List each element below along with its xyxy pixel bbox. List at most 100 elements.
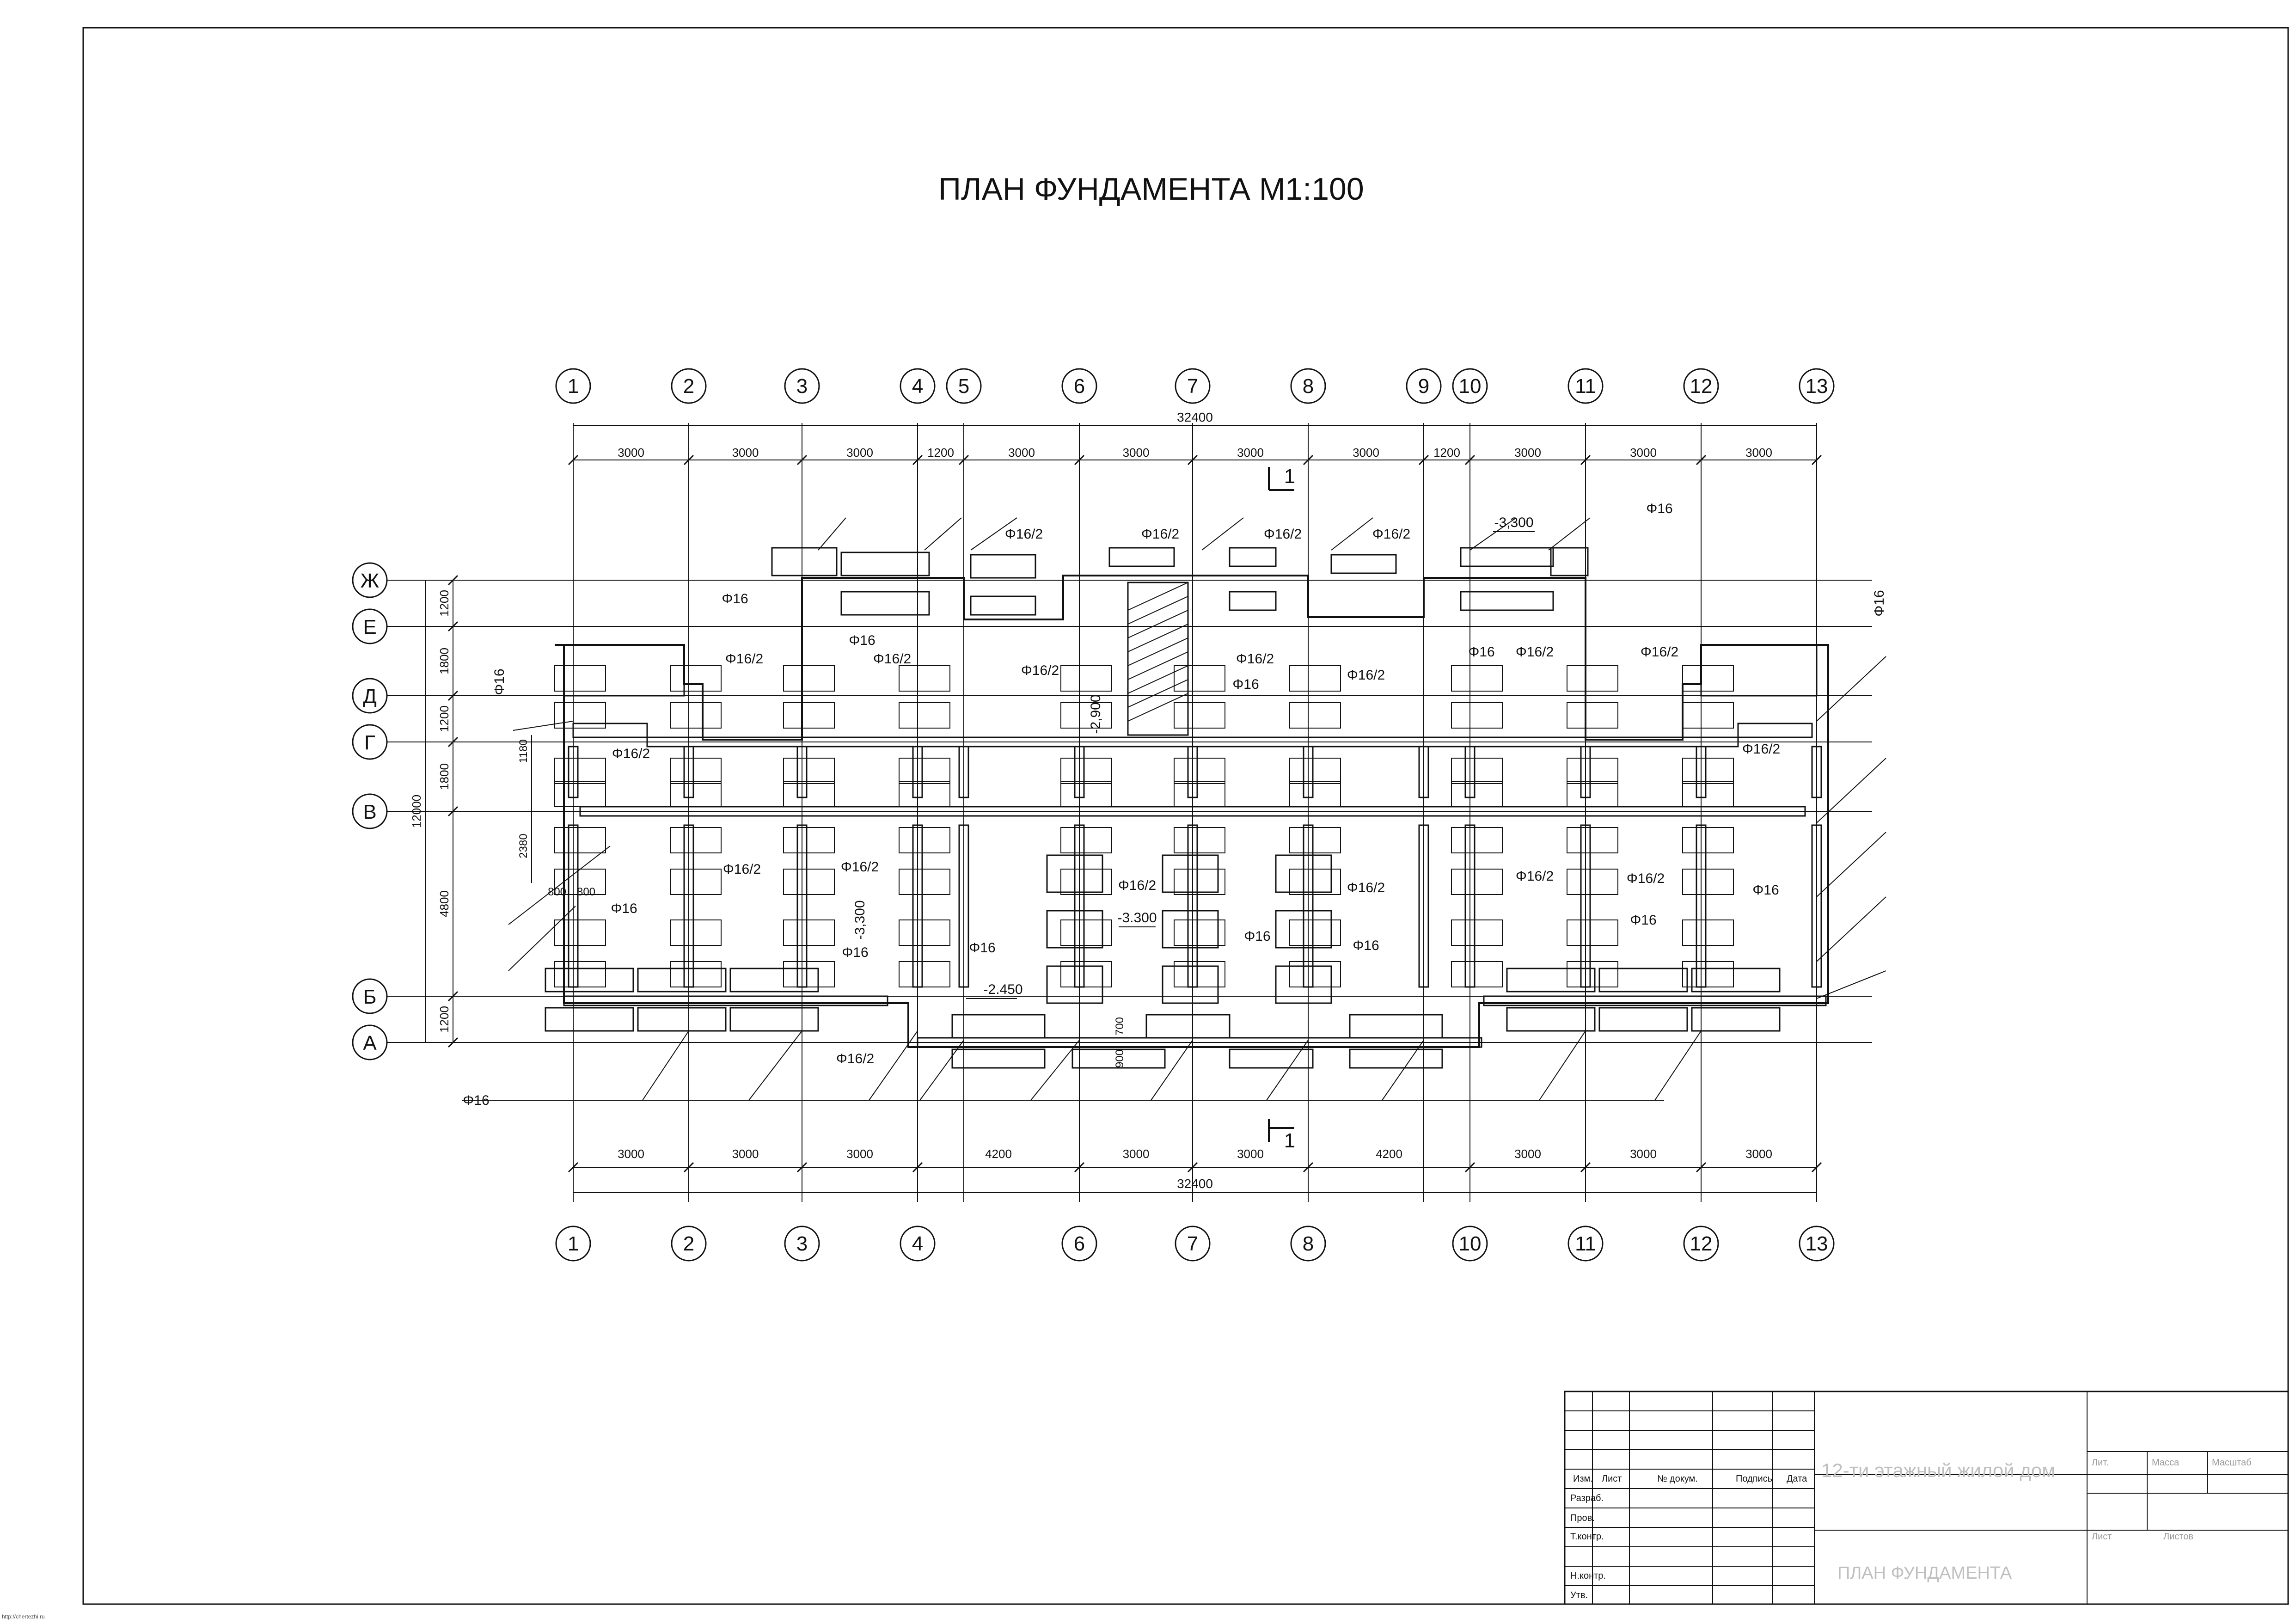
pad-block-32 bbox=[783, 781, 835, 807]
dim-tick bbox=[912, 1162, 923, 1173]
pad-block-57 bbox=[1451, 869, 1503, 895]
footing-block-top-2 bbox=[840, 591, 930, 616]
stamp-sheet-title: ПЛАН ФУНДАМЕНТА bbox=[1837, 1563, 2012, 1583]
pad-block-79 bbox=[1682, 961, 1734, 987]
footing-block-bottom-13 bbox=[1506, 968, 1596, 993]
axis-bubble-top-2 bbox=[671, 368, 707, 404]
leader-line-12 bbox=[1816, 656, 1886, 722]
pile-1-lower bbox=[568, 824, 579, 988]
dim-total-top: 32400 bbox=[1177, 410, 1213, 424]
pad-block-28 bbox=[1567, 758, 1618, 784]
pad-block-70 bbox=[554, 961, 606, 987]
axis-label-top-11: 11 bbox=[1575, 375, 1596, 398]
pile-8-lower bbox=[1303, 824, 1314, 988]
stamp-sheet-label-0: Лист bbox=[2092, 1532, 2112, 1542]
pad-block-47 bbox=[1451, 827, 1503, 853]
pad-block-46 bbox=[1289, 827, 1341, 853]
pad-block-31 bbox=[670, 781, 722, 807]
rebar-label-14: Φ16/2 bbox=[1516, 644, 1554, 660]
pad-block-23 bbox=[899, 758, 950, 784]
stamp-right-header-1: Масса bbox=[2152, 1458, 2180, 1468]
leader-line-24 bbox=[1548, 517, 1591, 551]
axis-bubble-bottom-3 bbox=[784, 1226, 820, 1262]
axis-label-bottom-10: 10 bbox=[1459, 1232, 1482, 1255]
pad-block-68 bbox=[1567, 919, 1618, 946]
axis-bubble-top-8 bbox=[1290, 368, 1326, 404]
pad-block-20 bbox=[554, 758, 606, 784]
stamp-role-0: Разраб. bbox=[1570, 1493, 1604, 1503]
dim-tick bbox=[1811, 1162, 1822, 1173]
rebar-label-1: Φ16/2 bbox=[725, 651, 763, 667]
pad-block-4 bbox=[1060, 665, 1112, 692]
footing-block-bottom-2 bbox=[729, 968, 819, 993]
dim-tick bbox=[1580, 1162, 1591, 1173]
pad-block-73 bbox=[899, 961, 950, 987]
leader-line-23 bbox=[1469, 517, 1517, 551]
axis-bubble-bottom-13 bbox=[1799, 1226, 1835, 1262]
rebar-label-8: Φ16 bbox=[1646, 501, 1672, 516]
axis-label-bottom-4: 4 bbox=[912, 1232, 923, 1255]
pad-block-54 bbox=[1060, 869, 1112, 895]
stamp-right-header-2: Масштаб bbox=[2212, 1458, 2252, 1468]
pad-block-7 bbox=[1451, 665, 1503, 692]
dim-left-1: 1800 bbox=[437, 648, 451, 674]
pad-block-24 bbox=[1060, 758, 1112, 784]
rebar-label-22: Φ16/2 bbox=[1516, 869, 1554, 884]
pad-block-71 bbox=[670, 961, 722, 987]
axis-bubble-left-В bbox=[352, 793, 388, 829]
center-pile-block-5 bbox=[1162, 965, 1219, 1004]
axis-label-top-1: 1 bbox=[568, 375, 579, 398]
pad-block-77 bbox=[1451, 961, 1503, 987]
hatch-line bbox=[1127, 665, 1188, 694]
pad-block-30 bbox=[554, 781, 606, 807]
rebar-label-29: Φ16 bbox=[1630, 913, 1656, 928]
pad-block-21 bbox=[670, 758, 722, 784]
center-pile-block-3 bbox=[1162, 854, 1219, 893]
footing-block-bottom-3 bbox=[545, 1007, 634, 1032]
footing-block-bottom-15 bbox=[1691, 968, 1781, 993]
axis-bubble-left-Ж bbox=[352, 562, 388, 598]
rebar-label-4: Φ16/2 bbox=[1005, 527, 1043, 542]
leader-line-4 bbox=[869, 1030, 918, 1101]
pad-block-41 bbox=[670, 827, 722, 853]
pad-block-25 bbox=[1174, 758, 1225, 784]
rebar-label-21: Φ16/2 bbox=[1347, 880, 1385, 895]
leader-line-16 bbox=[1816, 970, 1886, 999]
dim-tick bbox=[1187, 454, 1198, 466]
leader-line-1 bbox=[508, 846, 611, 925]
section-label-top: 1 bbox=[1284, 465, 1295, 488]
axis-bubble-top-10 bbox=[1452, 368, 1488, 404]
footing-block-top-7 bbox=[1229, 591, 1277, 611]
pad-block-48 bbox=[1567, 827, 1618, 853]
pad-block-74 bbox=[1060, 961, 1112, 987]
footing-block-bottom-10 bbox=[1229, 1048, 1314, 1069]
hatch-line bbox=[1127, 624, 1188, 652]
axis-label-bottom-7: 7 bbox=[1187, 1232, 1198, 1255]
stamp-header-2: № докум. bbox=[1657, 1474, 1698, 1484]
rebar-label-15: Φ16/2 bbox=[1641, 644, 1678, 660]
axis-bubble-left-Б bbox=[352, 978, 388, 1014]
pad-block-61 bbox=[670, 919, 722, 946]
pad-block-10 bbox=[554, 702, 606, 729]
footing-block-top-12 bbox=[563, 644, 685, 697]
axis-bubble-bottom-1 bbox=[555, 1226, 591, 1262]
axis-bubble-bottom-12 bbox=[1683, 1226, 1719, 1262]
pad-block-60 bbox=[554, 919, 606, 946]
dim-top-7: 3000 bbox=[1353, 446, 1379, 460]
pile-4-upper bbox=[912, 746, 923, 798]
dim-tick bbox=[447, 736, 459, 748]
pad-block-22 bbox=[783, 758, 835, 784]
rebar-label-7: Φ16/2 bbox=[1372, 527, 1410, 542]
dim-tick bbox=[447, 575, 459, 586]
rebar-label-30: Φ16 bbox=[1752, 882, 1779, 898]
pad-block-3 bbox=[899, 665, 950, 692]
hatch-line bbox=[1127, 610, 1188, 638]
rebar-label-25: Φ16 bbox=[842, 945, 868, 960]
page-title: ПЛАН ФУНДАМЕНТА М1:100 bbox=[938, 172, 1364, 207]
pad-block-58 bbox=[1567, 869, 1618, 895]
footing-block-top-9 bbox=[1460, 547, 1554, 567]
footing-block-bottom-11 bbox=[1349, 1014, 1443, 1039]
pad-block-63 bbox=[899, 919, 950, 946]
dim-bottom-0: 3000 bbox=[618, 1147, 644, 1161]
elevator-pit bbox=[1127, 582, 1189, 736]
